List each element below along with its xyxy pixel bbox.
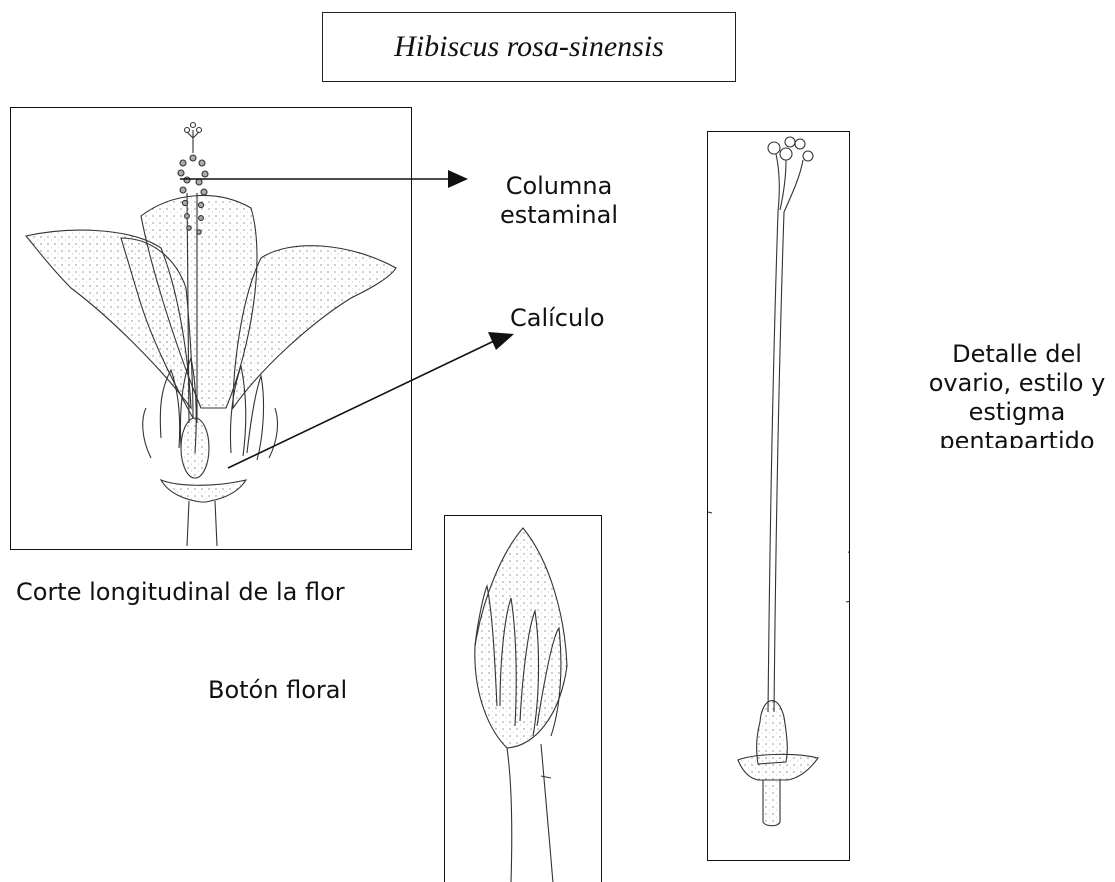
pistil-detail-caption-line2: ovario, estilo y [922, 369, 1112, 398]
longitudinal-section-caption: Corte longitudinal de la flor [16, 578, 345, 607]
flower-section-panel [10, 107, 412, 550]
pistil-detail-caption-line3: estigma [922, 398, 1112, 427]
pistil-detail-caption-line1: Detalle del [922, 340, 1112, 369]
staminal-column-arrowhead [448, 170, 468, 188]
caliculo-label: Calículo [510, 304, 605, 333]
staminal-column-label-line1: Columna [494, 172, 624, 201]
pistil-detail-drawing [708, 132, 850, 861]
flower-bud-panel [444, 515, 602, 882]
staminal-column-label: Columna estaminal [494, 172, 624, 230]
caliculo-arrowhead [488, 332, 514, 350]
flower-section-drawing [11, 108, 412, 550]
pistil-detail-caption: Detalle del ovario, estilo y estigma pen… [922, 340, 1112, 448]
flower-bud-caption: Botón floral [208, 676, 347, 705]
flower-bud-drawing [445, 516, 602, 882]
staminal-column-label-line2: estaminal [494, 201, 624, 230]
pistil-detail-caption-line4: pentapartido [922, 427, 1112, 448]
diagram-title: Hibiscus rosa-sinensis [322, 12, 736, 82]
pistil-detail-panel [707, 131, 850, 861]
